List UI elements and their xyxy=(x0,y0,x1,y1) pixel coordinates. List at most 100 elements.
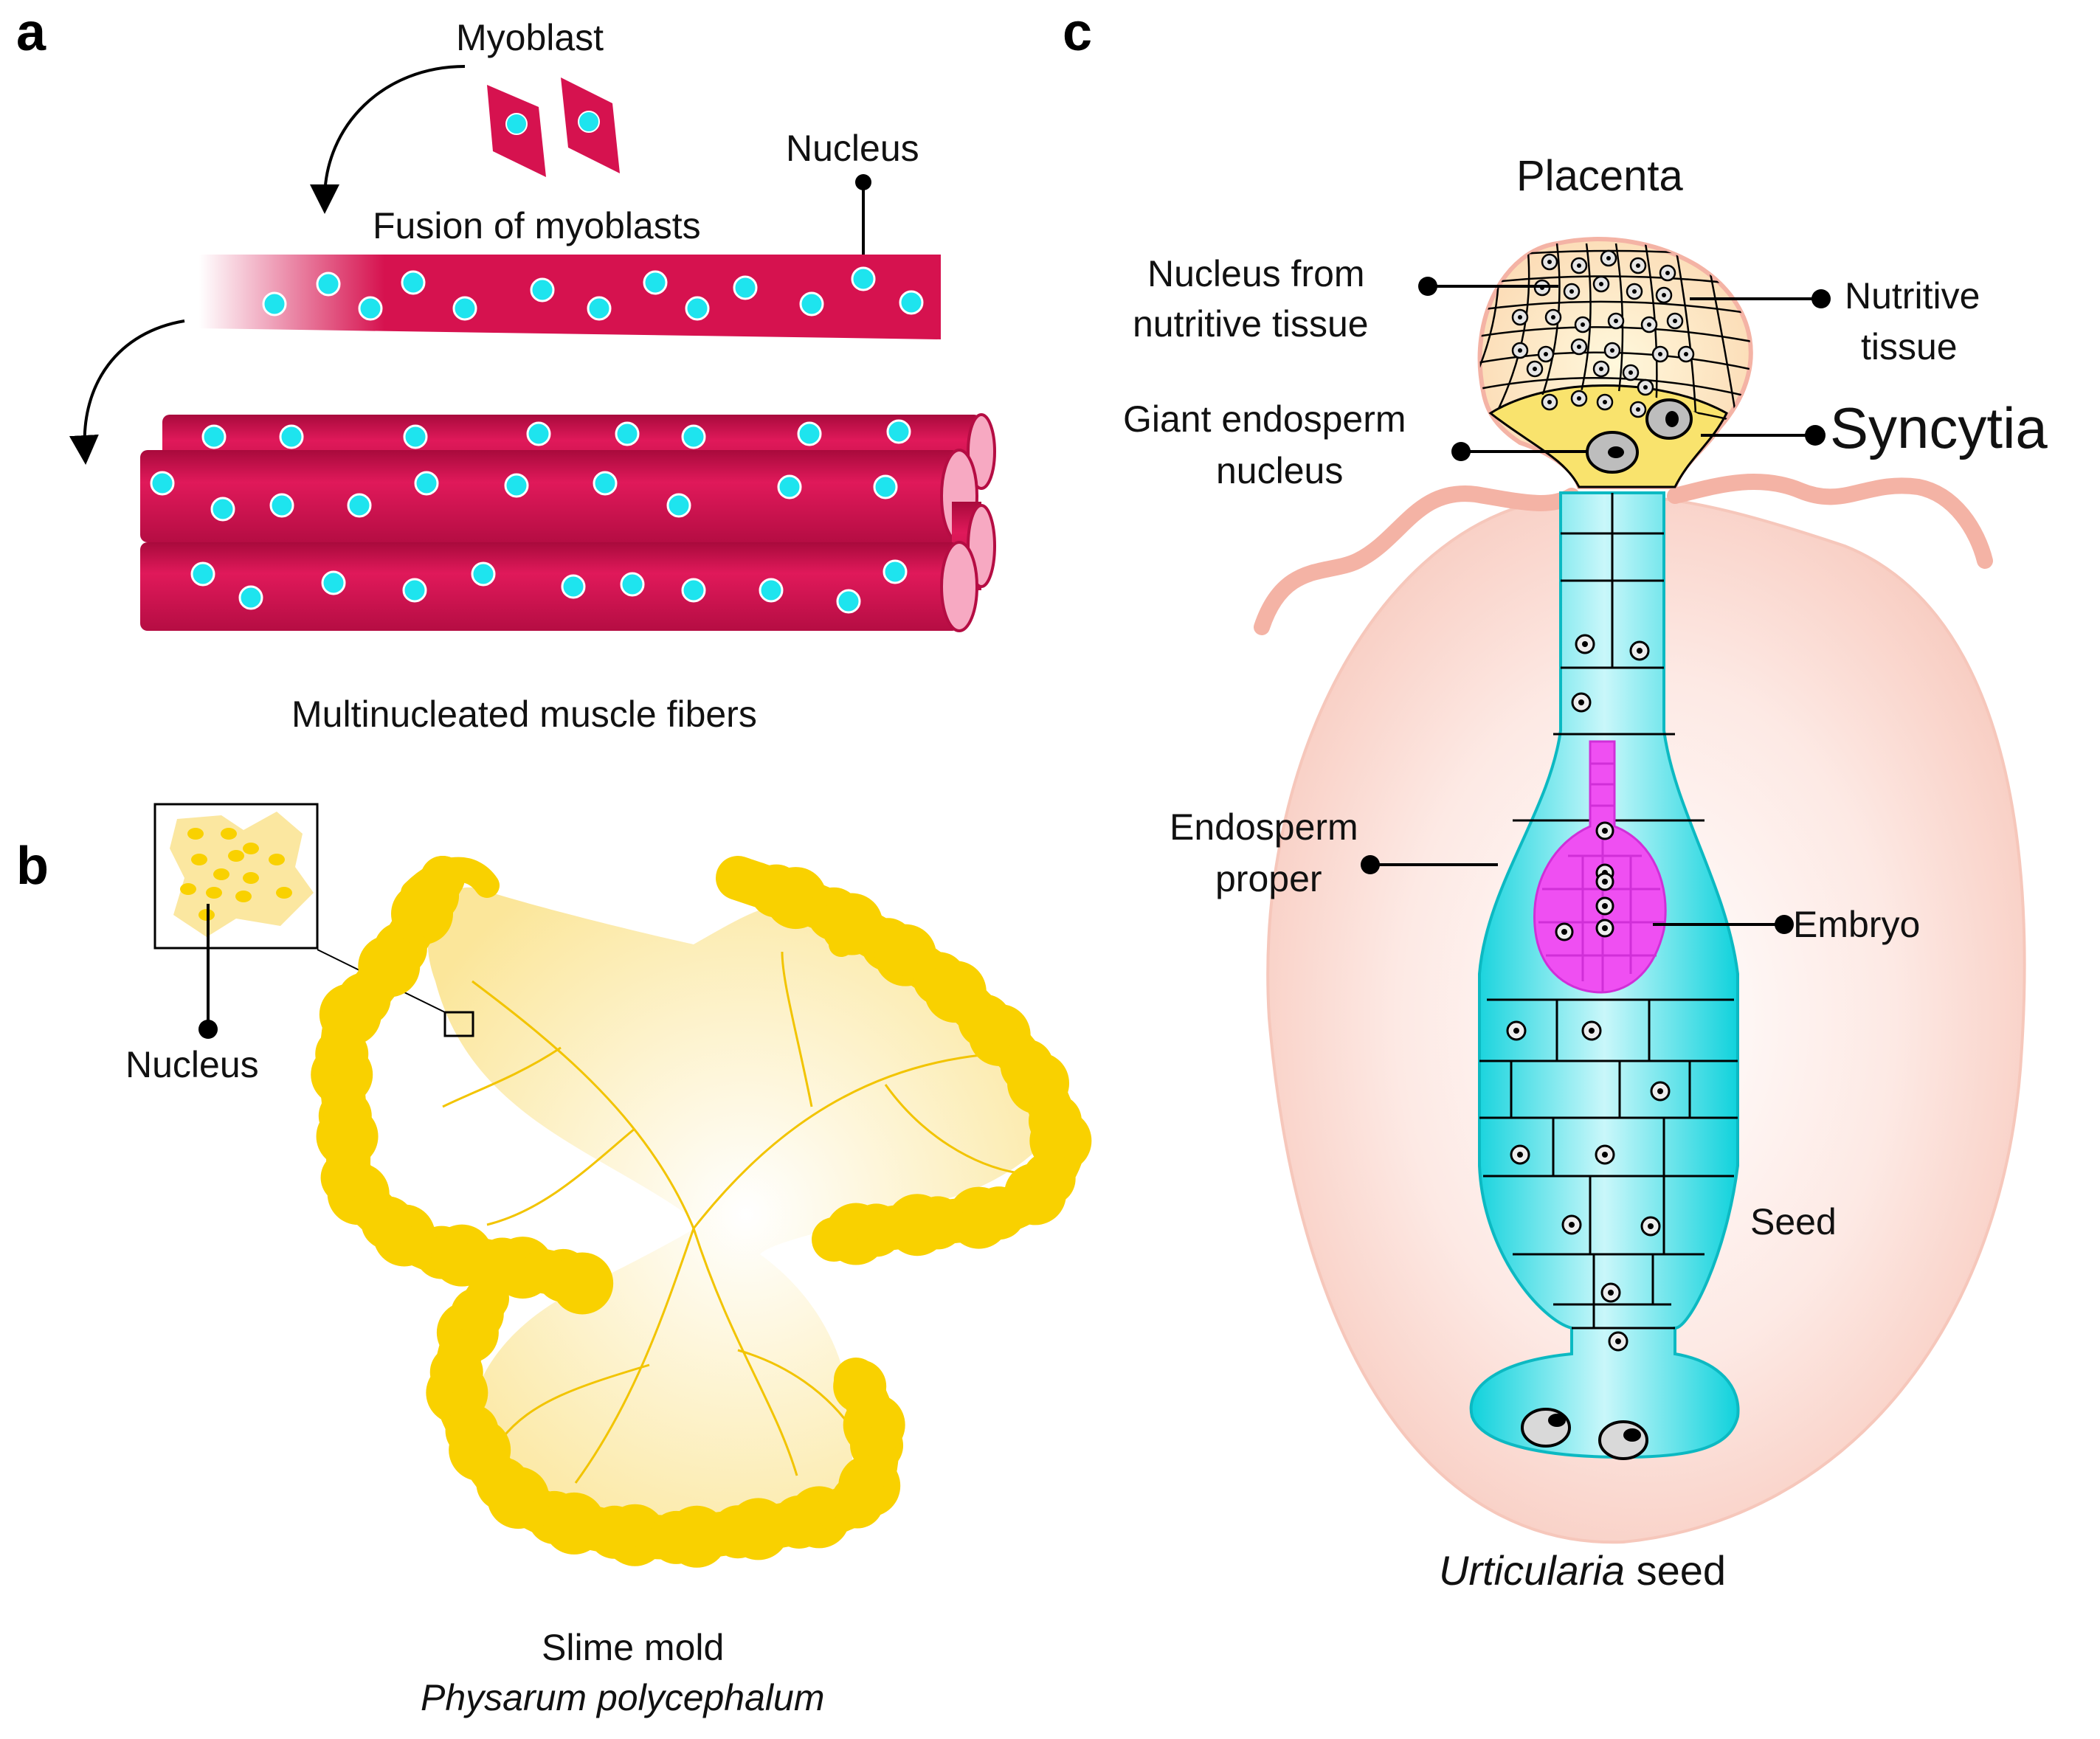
nucleus-b-pointer-dot xyxy=(198,1020,218,1039)
fiber-nucleus xyxy=(643,270,668,295)
fiber-nucleus xyxy=(471,561,496,587)
endosperm-nucleolus xyxy=(1589,1028,1595,1034)
fiber-nucleus xyxy=(759,578,784,603)
myoblast-label: Myoblast xyxy=(456,17,604,58)
giant-label-1: Giant endosperm xyxy=(1123,398,1406,440)
caption-genus: Urticularia xyxy=(1439,1547,1625,1594)
fiber-nucleus xyxy=(262,291,287,317)
muscle-fiber-end xyxy=(940,541,978,632)
panel-a-letter: a xyxy=(16,3,46,62)
fiber-nucleus xyxy=(321,570,346,595)
small-nucleolus xyxy=(1603,400,1607,404)
basal-nucleus xyxy=(1521,1408,1571,1448)
inset-nucleus xyxy=(228,850,244,862)
fiber-nucleus xyxy=(358,296,383,321)
panel-c-letter: c xyxy=(1063,3,1092,62)
fiber-nucleus xyxy=(899,290,924,315)
small-nucleolus xyxy=(1632,289,1637,294)
fiber-nucleus xyxy=(587,296,612,321)
inset-nucleus xyxy=(243,872,259,884)
inset-nucleus xyxy=(235,891,252,902)
fiber-nucleus xyxy=(414,471,439,496)
small-nucleolus xyxy=(1581,322,1585,327)
small-nucleolus xyxy=(1518,348,1522,353)
inset-nucleus xyxy=(243,843,259,854)
nucleus-from-label-1: Nucleus from xyxy=(1147,253,1365,294)
fiber-nucleus xyxy=(530,277,555,302)
slime-rim-blob xyxy=(833,1360,887,1414)
small-nucleolus xyxy=(1599,367,1603,371)
nutritive-label-2: tissue xyxy=(1861,326,1958,367)
small-nucleolus xyxy=(1518,315,1522,319)
muscle-fiber-bundle xyxy=(140,413,996,632)
fiber-nucleus xyxy=(504,473,529,498)
panel-b-letter: b xyxy=(16,837,49,896)
small-nucleolus xyxy=(1673,319,1677,323)
endosperm-cell-walls xyxy=(1479,493,1738,1330)
endosperm-nucleolus xyxy=(1602,1152,1608,1158)
fiber-nucleus xyxy=(615,421,640,446)
seed-wing-right xyxy=(1667,474,1993,569)
fiber-nucleus xyxy=(681,424,706,449)
grid-line xyxy=(1674,243,1697,414)
embryo-nucleolus xyxy=(1602,879,1608,885)
endosperm-nuclei xyxy=(1506,634,1671,1352)
endosperm-nucleolus xyxy=(1582,641,1588,647)
grid-line xyxy=(1535,243,1561,414)
small-nucleolus xyxy=(1643,385,1648,390)
fiber-nucleus xyxy=(593,471,618,496)
small-nucleolus xyxy=(1547,400,1552,404)
fiber-nucleus xyxy=(836,589,861,614)
endosperm-nucleolus xyxy=(1578,699,1584,705)
endosperm-nucleolus xyxy=(1517,1152,1523,1158)
seed-label: Seed xyxy=(1750,1201,1837,1242)
inset-nuclei xyxy=(180,828,292,921)
endosperm-nucleolus xyxy=(1657,1088,1663,1094)
fiber-nucleus xyxy=(685,296,710,321)
panel-b-species: Physarum polycephalum xyxy=(421,1677,825,1718)
small-nucleolus xyxy=(1610,348,1614,353)
nucleus-label-a: Nucleus xyxy=(786,128,919,169)
panel-c-caption: Urticularia seed xyxy=(1439,1547,1726,1594)
grid-line xyxy=(1479,376,1751,400)
fiber-nucleus xyxy=(886,419,911,444)
small-nucleolus xyxy=(1569,289,1574,294)
endosperm-label-1: Endosperm xyxy=(1170,806,1358,848)
grid-line xyxy=(1479,300,1751,316)
basal-nucleus xyxy=(1598,1420,1648,1460)
small-nucleolus xyxy=(1628,370,1633,375)
fiber-nucleus xyxy=(873,474,898,499)
basal-nucleolus xyxy=(1548,1414,1566,1427)
placenta-label: Placenta xyxy=(1516,152,1683,200)
myoblast-nucleus xyxy=(505,113,528,135)
embryo-nucleolus xyxy=(1561,929,1567,935)
nucleus-from-label-2: nutritive tissue xyxy=(1133,303,1369,345)
bundle-nuclei xyxy=(150,419,911,614)
small-nucleolus xyxy=(1614,319,1618,323)
caption-rest: seed xyxy=(1625,1547,1726,1594)
inset-nucleus xyxy=(180,883,196,895)
inset-plasmodium xyxy=(170,812,314,937)
syncytial-nucleolus xyxy=(1665,411,1679,427)
small-nucleolus xyxy=(1665,271,1670,275)
embryo-label: Embryo xyxy=(1793,904,1920,945)
fiber-nucleus xyxy=(403,424,428,449)
small-nucleolus xyxy=(1658,352,1662,356)
fiber-nuclei xyxy=(262,266,924,321)
endosperm-nucleolus xyxy=(1569,1222,1575,1228)
fiber-nucleus xyxy=(666,493,691,518)
embryo-nucleolus xyxy=(1602,925,1608,931)
embryo-nucleolus xyxy=(1602,903,1608,909)
embryo-nuclei xyxy=(1555,821,1614,941)
fiber-nucleus xyxy=(401,270,426,295)
slime-veins xyxy=(442,951,1019,1484)
syncytia-label: Syncytia xyxy=(1830,395,2048,460)
small-nucleolus xyxy=(1533,367,1537,371)
embryo-nucleolus xyxy=(1602,828,1608,834)
fiber-nucleus xyxy=(279,424,304,449)
inset-nucleus xyxy=(206,887,222,899)
nutritive-label-1: Nutritive xyxy=(1845,275,1980,317)
inset-nucleus xyxy=(187,828,204,840)
fiber-nucleus xyxy=(797,421,822,446)
fusion-label: Fusion of myoblasts xyxy=(373,205,701,246)
